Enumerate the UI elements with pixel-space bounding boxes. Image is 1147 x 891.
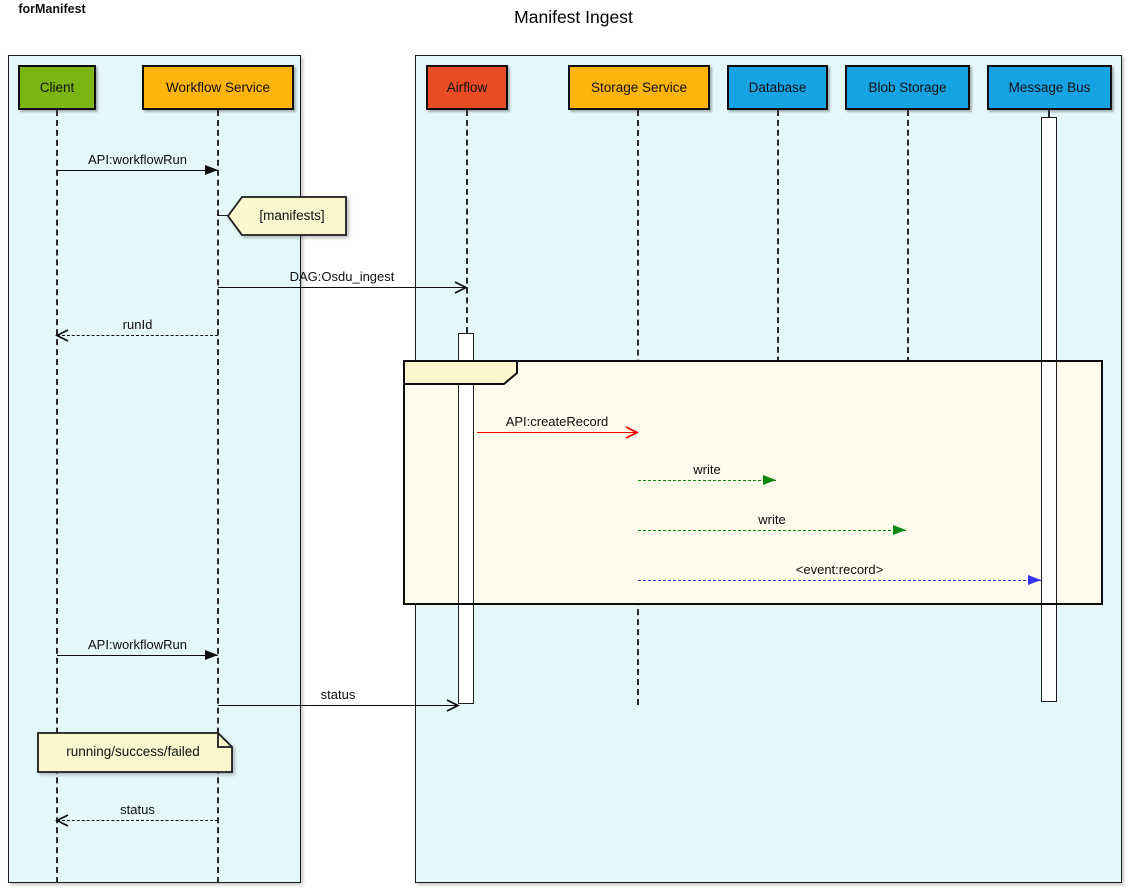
- participant-label: Airflow: [446, 80, 488, 95]
- message-line: [218, 287, 466, 288]
- participant-label: Message Bus: [1008, 80, 1091, 95]
- open-arrowhead-icon: [454, 281, 468, 294]
- participant-label: Client: [39, 80, 75, 95]
- participant-client: Client: [18, 65, 96, 110]
- lifeline-blob-storage: [907, 110, 909, 531]
- participant-label: Workflow Service: [165, 80, 271, 95]
- message-line: [57, 655, 218, 656]
- fragment-formanifest-border: [403, 360, 1103, 605]
- message-line: [477, 432, 637, 433]
- message-label: write: [693, 462, 721, 477]
- message-line: [638, 530, 906, 531]
- open-arrowhead-icon: [446, 699, 460, 712]
- activation-bar-message-bus: [1041, 117, 1057, 702]
- open-arrowhead-icon: [55, 814, 69, 827]
- participant-database: Database: [727, 65, 828, 110]
- lifeline-workflow-service: [217, 110, 219, 883]
- note-manifests: [manifests]: [259, 208, 325, 223]
- filled-arrowhead-icon: [763, 475, 776, 485]
- fragment-formanifest-body: [403, 360, 1103, 605]
- lifeline-client: [56, 110, 58, 883]
- open-arrowhead-icon: [625, 426, 639, 439]
- message-label: status: [120, 802, 155, 817]
- message-label: write: [758, 512, 786, 527]
- message-label: runId: [122, 317, 153, 332]
- participant-label: Blob Storage: [868, 80, 947, 95]
- participant-label: Storage Service: [590, 80, 688, 95]
- message-line: [218, 705, 458, 706]
- folded-note-shape: [37, 732, 233, 773]
- diagram-title: Manifest Ingest: [514, 7, 633, 27]
- filled-arrowhead-icon: [1028, 575, 1041, 585]
- message-line: [57, 335, 218, 336]
- note-run-status: running/success/failed: [66, 744, 200, 759]
- fragment-tab-shape: [403, 360, 518, 385]
- note-connector-line: [217, 215, 229, 216]
- message-label: API:workflowRun: [88, 152, 187, 167]
- filled-arrowhead-icon: [893, 525, 906, 535]
- filled-arrowhead-icon: [205, 165, 218, 175]
- participant-airflow: Airflow: [426, 65, 508, 110]
- participant-blob-storage: Blob Storage: [845, 65, 970, 110]
- participant-message-bus: Message Bus: [987, 65, 1112, 110]
- message-line: [57, 170, 218, 171]
- lifeline-message-bus: [1048, 110, 1050, 118]
- hexagon-note-shape: [227, 196, 347, 236]
- message-label: status: [320, 687, 356, 702]
- message-label: DAG:Osdu_ingest: [289, 269, 395, 284]
- fragment-label: forManifest: [18, 2, 86, 16]
- lifeline-database: [777, 110, 779, 481]
- message-line: [638, 480, 776, 481]
- participant-storage-service: Storage Service: [568, 65, 710, 110]
- activation-bar-airflow: [458, 333, 474, 704]
- message-label: <event:record>: [795, 562, 884, 577]
- filled-arrowhead-icon: [205, 650, 218, 660]
- message-line: [57, 820, 218, 821]
- message-line: [638, 580, 1041, 581]
- participant-workflow-service: Workflow Service: [142, 65, 294, 110]
- message-label: API:workflowRun: [88, 637, 187, 652]
- participant-label: Database: [748, 80, 807, 95]
- lifeline-airflow: [466, 110, 468, 333]
- message-label: API:createRecord: [505, 414, 609, 429]
- open-arrowhead-icon: [55, 329, 69, 342]
